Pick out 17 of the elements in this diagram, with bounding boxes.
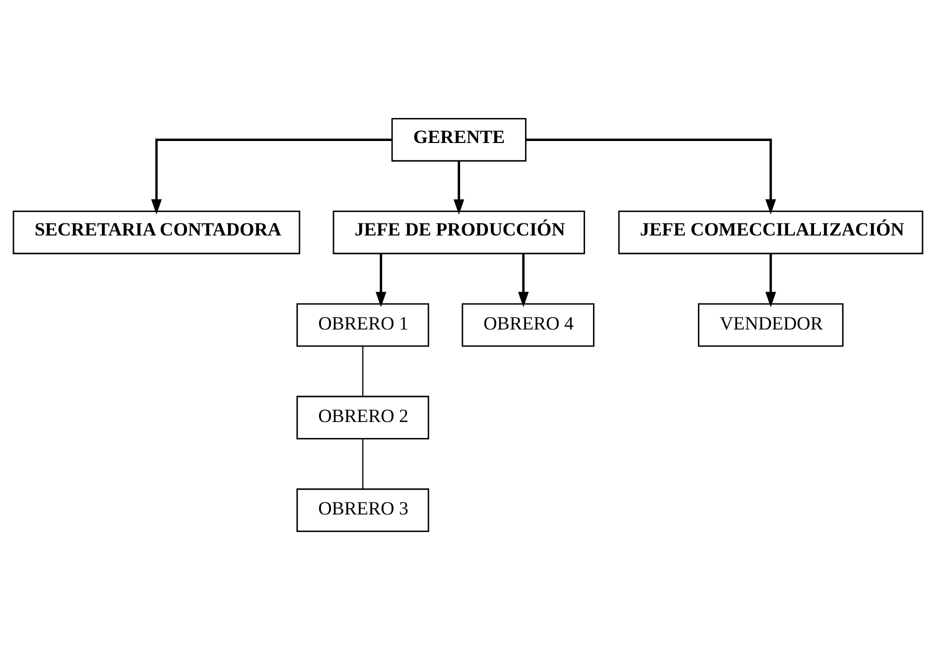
node-box: GERENTE: [391, 118, 526, 162]
connector: [362, 439, 364, 489]
node-box: JEFE DE PRODUCCIÓN: [332, 210, 586, 254]
node-box: OBRERO 1: [296, 303, 430, 347]
node-box: OBRERO 3: [296, 488, 430, 532]
arrow: [518, 254, 529, 308]
connector: [362, 346, 364, 396]
arrow: [765, 254, 776, 308]
node-box: JEFE COMECCILALIZACIÓN: [618, 210, 924, 254]
arrow: [526, 138, 776, 214]
node-box: OBRERO 2: [296, 396, 430, 440]
arrow: [151, 138, 392, 214]
node-box: VENDEDOR: [698, 303, 844, 347]
arrow: [376, 254, 386, 308]
arrow: [454, 161, 464, 215]
node-box: OBRERO 4: [462, 303, 594, 347]
node-box: SECRETARIA CONTADORA: [12, 210, 300, 254]
